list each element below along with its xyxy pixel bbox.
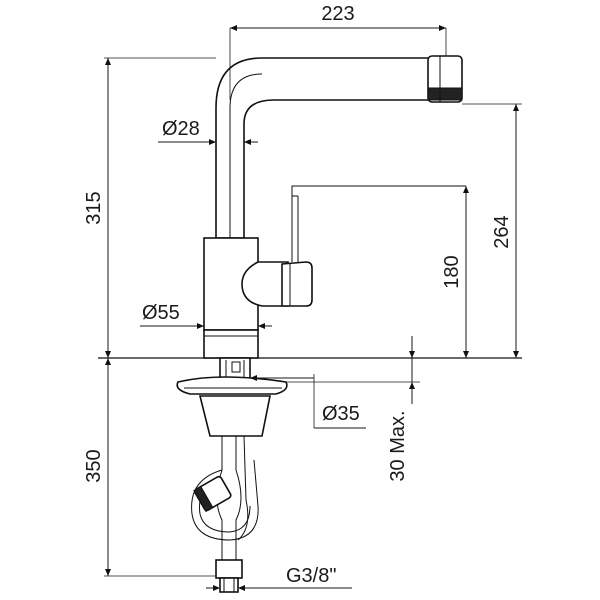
dim-deck-thickness: 30 Max. [286, 336, 420, 482]
dim-spout-reach: 223 [229, 3, 447, 100]
mounting-washer [176, 376, 288, 395]
dim-spout-height: 264 [462, 103, 522, 359]
label-spout-diameter: Ø28 [162, 118, 200, 140]
label-below-deck: 350 [83, 449, 105, 482]
dim-total-height: 315 [83, 57, 216, 358]
mounting-assembly [176, 357, 288, 593]
dim-spout-diameter: Ø28 [158, 118, 258, 145]
lever-raised-outline [291, 185, 466, 262]
dim-lever-height: 180 [441, 186, 469, 358]
dim-hole-diameter: Ø35 [250, 374, 366, 429]
label-hole-diameter: Ø35 [322, 403, 360, 425]
label-connection-thread: G3/8" [286, 565, 336, 587]
label-total-height: 315 [83, 191, 105, 224]
base-ring [203, 329, 259, 359]
label-spout-reach: 223 [321, 3, 354, 25]
mounting-nut [198, 395, 271, 437]
faucet-body [203, 55, 463, 359]
dim-connection-thread: G3/8" [206, 565, 352, 591]
dim-body-diameter: Ø55 [140, 302, 272, 329]
label-deck-thickness: 30 Max. [387, 410, 409, 481]
lever-handle [281, 261, 313, 307]
label-body-diameter: Ø55 [142, 302, 180, 324]
supply-fitting [215, 559, 243, 579]
pull-out-hose-loop [191, 459, 259, 541]
label-lever-height: 180 [441, 255, 463, 288]
dim-below-deck: 350 [83, 358, 216, 577]
label-spout-height: 264 [491, 215, 513, 248]
hose-counterweight [193, 475, 232, 513]
